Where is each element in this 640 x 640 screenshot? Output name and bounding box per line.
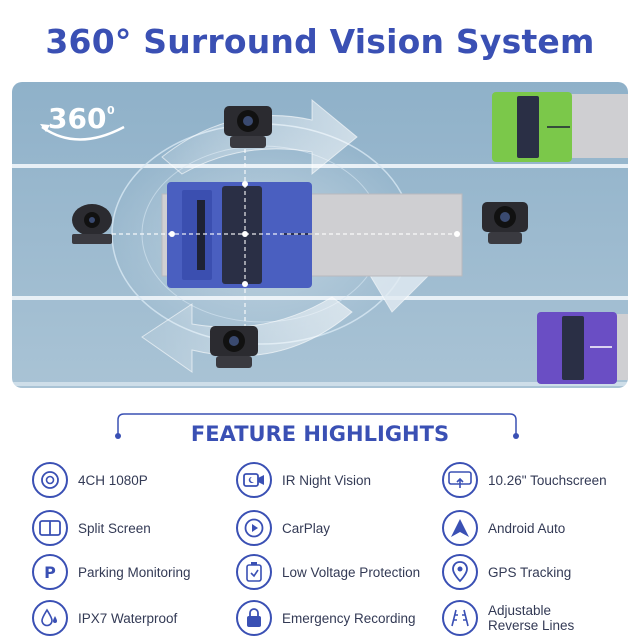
night-vision-camera-icon: [236, 462, 272, 498]
camera-bottom: [210, 326, 258, 368]
reverse-lines-icon: [442, 600, 478, 636]
360-badge: 360 0: [40, 102, 125, 141]
green-truck: [492, 92, 628, 162]
camera-side: [72, 204, 112, 244]
feature-label: 4CH 1080P: [78, 472, 148, 488]
feature-label: Low Voltage Protection: [282, 564, 421, 580]
feature-label: Adjustable Reverse Lines: [488, 603, 574, 633]
360-number: 360: [48, 102, 106, 135]
camera-rear: [482, 202, 528, 244]
carplay-play-icon: [236, 510, 272, 546]
feature-label: Split Screen: [78, 520, 151, 536]
android-auto-icon: [442, 510, 478, 546]
split-screen-icon: [32, 510, 68, 546]
svg-text:P: P: [44, 563, 56, 582]
feature-emergency-recording: Emergency Recording: [236, 596, 416, 640]
feature-gps-tracking: GPS Tracking: [442, 550, 571, 594]
feature-label: GPS Tracking: [488, 564, 572, 580]
lock-icon: [236, 600, 272, 636]
feature-ir-night-vision: IR Night Vision: [236, 458, 371, 502]
feature-android-auto: Android Auto: [442, 506, 565, 550]
feature-carplay: CarPlay: [236, 506, 330, 550]
feature-label-line1: Adjustable: [488, 603, 552, 618]
feature-label: Android Auto: [488, 520, 566, 536]
water-drops-icon: [32, 600, 68, 636]
section-title: FEATURE HIGHLIGHTS: [190, 422, 450, 446]
feature-label-line2: Reverse Lines: [488, 618, 575, 633]
feature-label: Emergency Recording: [282, 610, 416, 626]
feature-adjustable-reverse-lines: Adjustable Reverse Lines: [442, 596, 574, 640]
feature-label: CarPlay: [282, 520, 331, 536]
feature-parking-monitoring: P Parking Monitoring: [32, 550, 191, 594]
feature-touchscreen: 10.26" Touchscreen: [442, 458, 607, 502]
feature-split-screen: Split Screen: [32, 506, 151, 550]
main-truck: [161, 182, 463, 288]
feature-label: 10.26" Touchscreen: [488, 472, 607, 488]
feature-label: IPX7 Waterproof: [78, 610, 178, 626]
four-camera-icon: [32, 462, 68, 498]
feature-label: IR Night Vision: [282, 472, 372, 488]
page-title: 360° Surround Vision System: [45, 22, 595, 61]
feature-low-voltage: Low Voltage Protection: [236, 550, 420, 594]
camera-top: [224, 106, 272, 148]
parking-p-icon: P: [32, 554, 68, 590]
surround-view-illustration: 360 0: [12, 82, 628, 388]
touchscreen-icon: [442, 462, 478, 498]
gps-pin-icon: [442, 554, 478, 590]
purple-truck: [537, 312, 628, 384]
battery-shield-icon: [236, 554, 272, 590]
360-degree: 0: [107, 104, 115, 117]
feature-ipx7-waterproof: IPX7 Waterproof: [32, 596, 177, 640]
feature-label: Parking Monitoring: [78, 564, 191, 580]
feature-4ch-1080p: 4CH 1080P: [32, 458, 148, 502]
section-divider: [115, 413, 519, 439]
